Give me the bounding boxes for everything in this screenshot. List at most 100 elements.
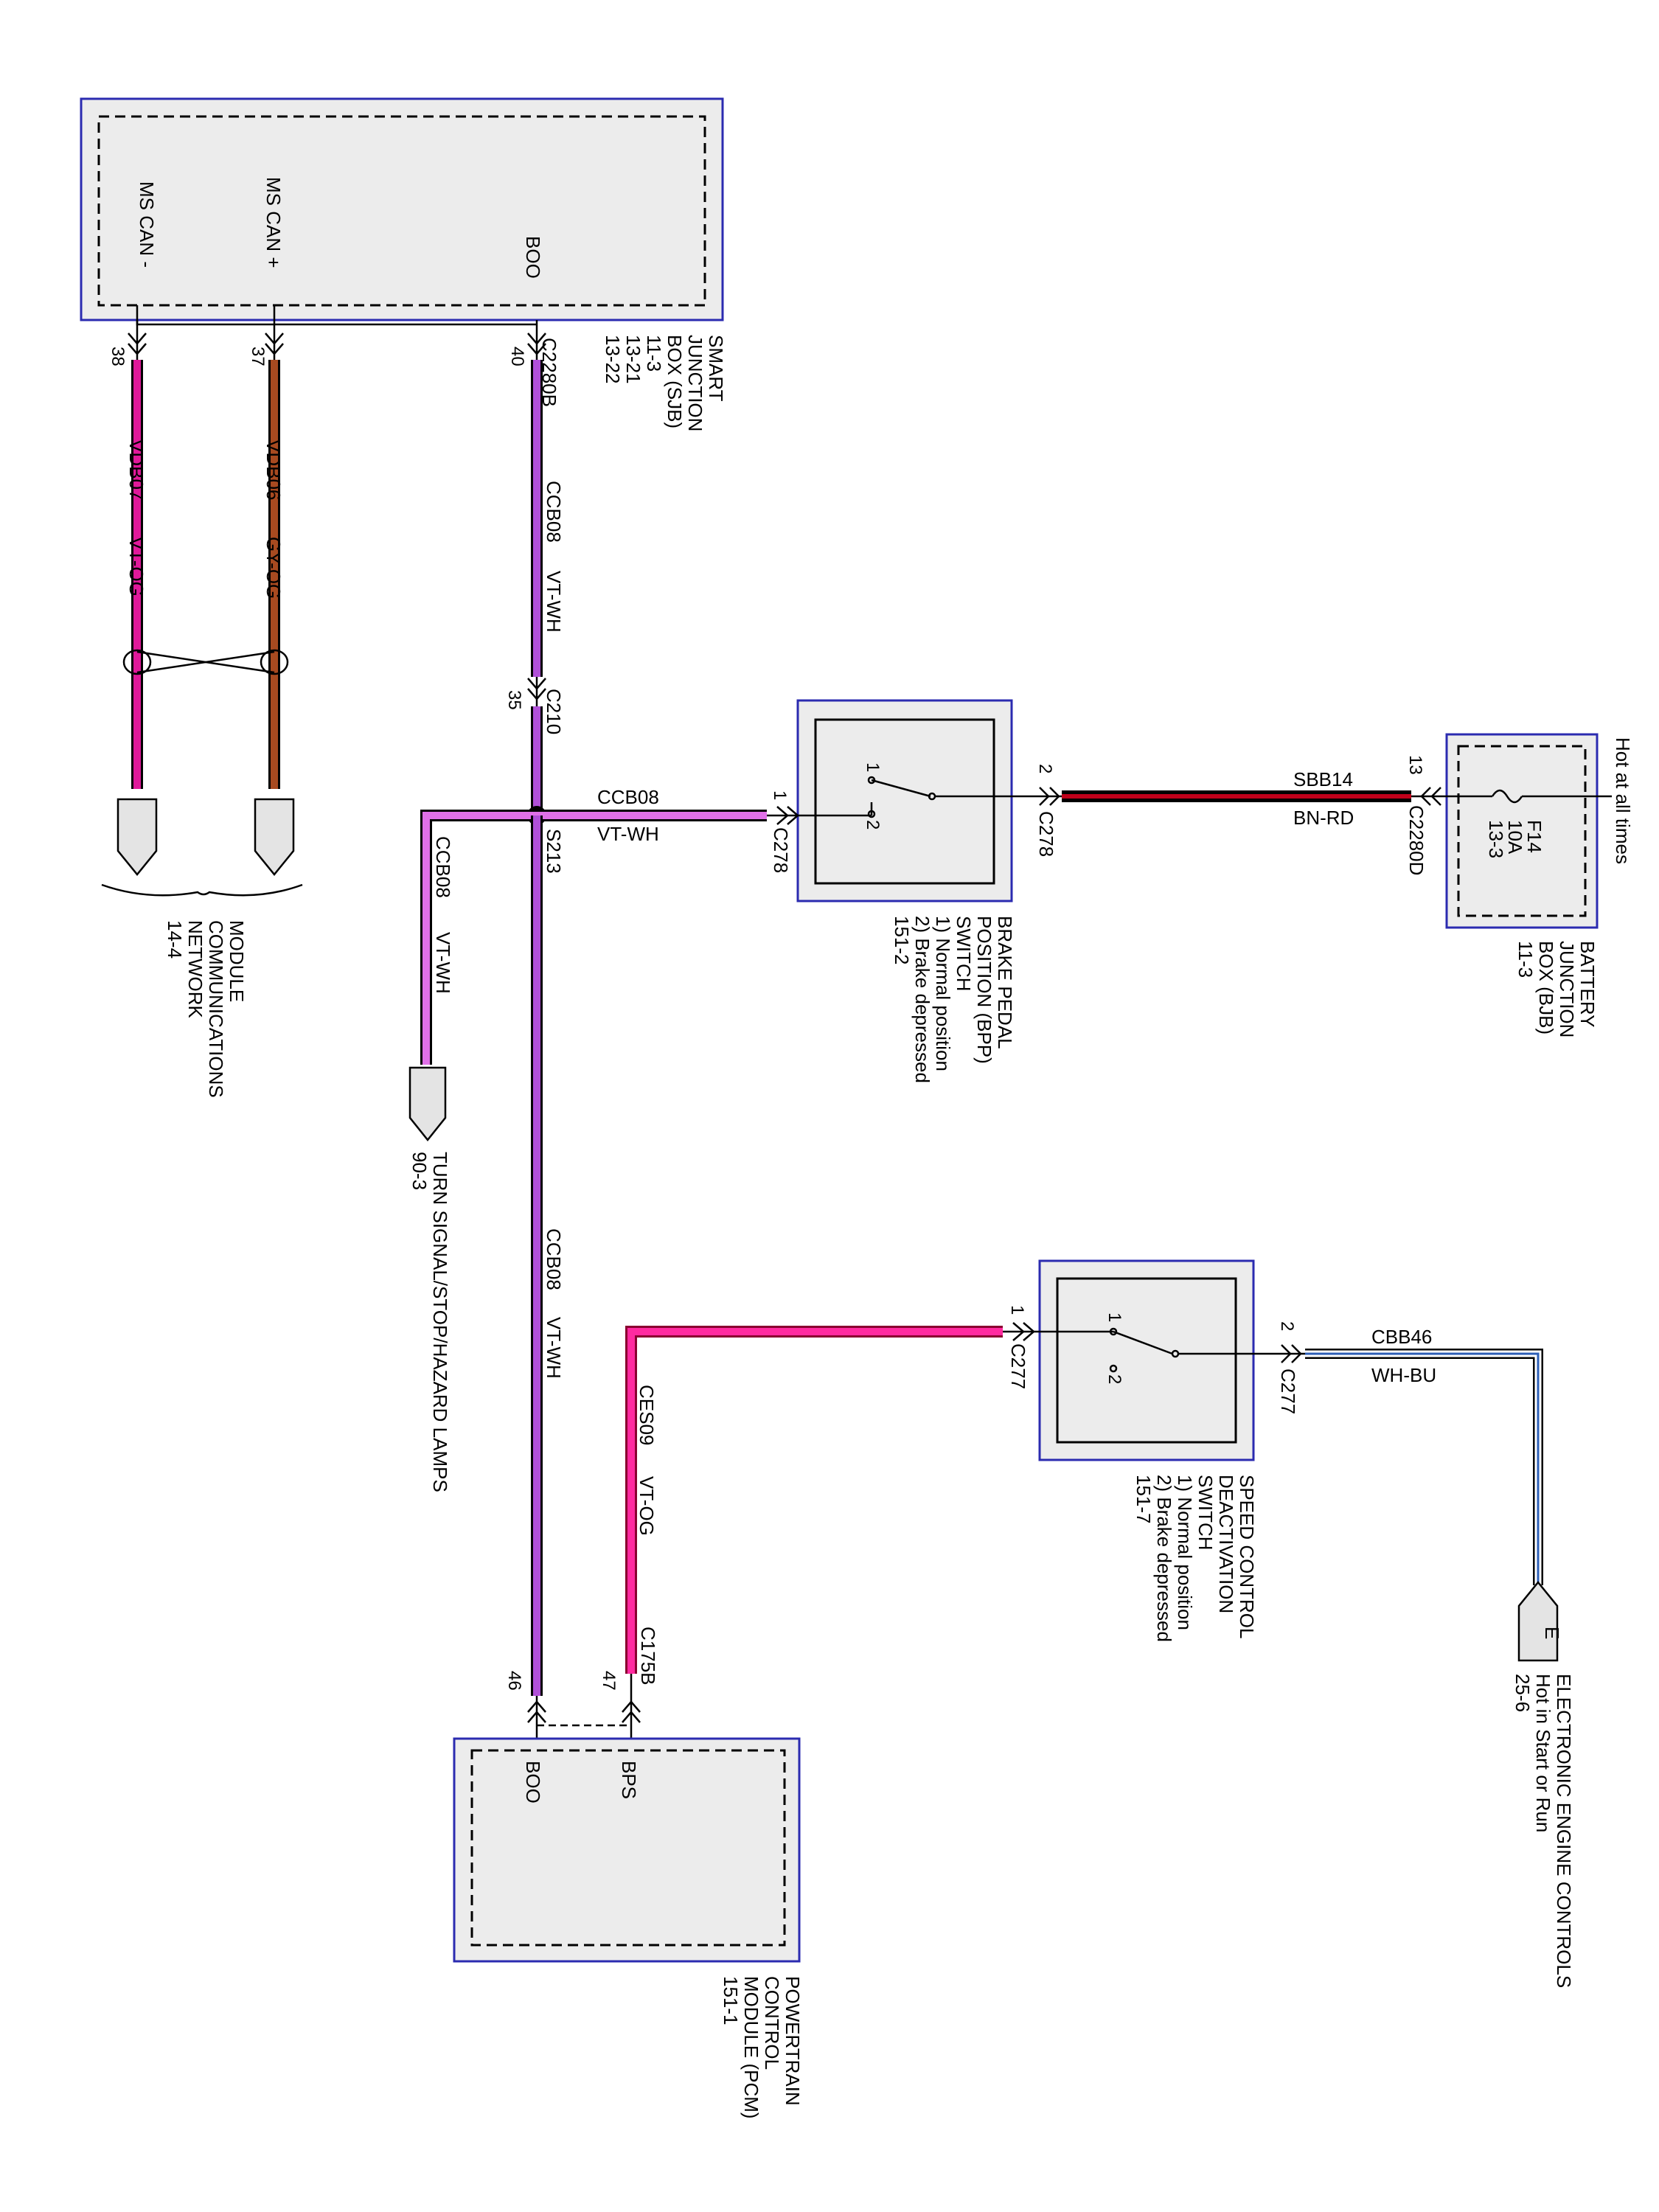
scd-title-line: 151-7 bbox=[1133, 1475, 1155, 1524]
bpp-title: BRAKE PEDAL POSITION (BPP) SWITCH 1) Nor… bbox=[891, 916, 1016, 1083]
pcm-title-line: MODULE (PCM) bbox=[740, 1976, 762, 2119]
bjb-title-line: JUNCTION bbox=[1556, 941, 1578, 1037]
sjb-pin-label-ms-can-minus: MS CAN - bbox=[136, 181, 158, 268]
wire-vdb07: VDB07 VT-OG bbox=[125, 360, 147, 789]
mcn-title-line: 14-4 bbox=[164, 920, 186, 959]
mcn-title-line: MODULE bbox=[226, 920, 248, 1002]
twisted-pair-symbol bbox=[122, 649, 289, 675]
wire-ccb08-pcm-circuit: CCB08 bbox=[543, 1228, 565, 1290]
battery-junction-box: F14 10A 13-3 Hot at all times 13 C2280D bbox=[1405, 733, 1634, 929]
scd-title-line: SPEED CONTROL bbox=[1236, 1475, 1258, 1639]
sjb-title-line: SMART bbox=[705, 335, 727, 402]
bpp-title-line: SWITCH bbox=[953, 916, 975, 992]
pcm-pin-label-bps: BPS bbox=[618, 1761, 640, 1799]
bpp-switch-position-1: 1 bbox=[863, 762, 883, 772]
wire-ccb08-pcm: CCB08 VT-WH bbox=[531, 815, 565, 1696]
wire-ccb08-turn: CCB08 VT-WH bbox=[420, 810, 537, 1065]
wire-vdb07-circuit: VDB07 bbox=[125, 439, 147, 500]
bpp-connector-1: C278 bbox=[770, 827, 792, 873]
wire-ccb08-turn-circuit: CCB08 bbox=[432, 836, 454, 898]
wire-ces09-color: VT-OG bbox=[636, 1476, 658, 1536]
pcm-pin-47: 47 bbox=[599, 1671, 619, 1691]
sjb-title: SMART JUNCTION BOX (SJB) 11-3 13-21 13-2… bbox=[602, 335, 727, 431]
sjb-title-line: JUNCTION bbox=[684, 335, 706, 431]
bpp-connector-2: C278 bbox=[1035, 811, 1057, 857]
wire-vdb06-circuit: VDB06 bbox=[262, 439, 285, 500]
sjb-title-line: 13-21 bbox=[622, 335, 644, 384]
s213-label: S213 bbox=[543, 829, 565, 874]
bjb-fuse-line: F14 bbox=[1523, 820, 1545, 853]
turn-lamps-title: TURN SIGNAL/STOP/HAZARD LAMPS 90-3 bbox=[408, 1152, 451, 1492]
bjb-title-line: 11-3 bbox=[1514, 941, 1537, 978]
scd-switch-position-1: 1 bbox=[1105, 1312, 1124, 1322]
pcm-title-line: 151-1 bbox=[720, 1976, 742, 2025]
scd-switch-position-2: 2 bbox=[1105, 1374, 1124, 1384]
wire-ccb08-bpp-circuit: CCB08 bbox=[597, 786, 659, 808]
bpp-title-line: 2) Brake depressed bbox=[911, 916, 933, 1083]
wire-ccb08-pcm-color: VT-WH bbox=[543, 1317, 565, 1379]
eec-title: ELECTRONIC ENGINE CONTROLS Hot in Start … bbox=[1512, 1674, 1575, 1988]
wire-vdb06-color: GY-OG bbox=[262, 537, 285, 599]
powertrain-control-module: BOO BPS bbox=[453, 1737, 801, 1963]
wire-ccb08-circuit: CCB08 bbox=[543, 481, 565, 543]
scd-title-line: 1) Normal position bbox=[1174, 1475, 1196, 1630]
wire-vdb07-color: VT-OG bbox=[125, 537, 147, 597]
pcm-connector: C175B 46 47 bbox=[504, 1627, 659, 1740]
pcm-pin-46: 46 bbox=[504, 1671, 524, 1691]
mcn-title-line: COMMUNICATIONS bbox=[205, 920, 227, 1098]
turn-lamps-title-line: 90-3 bbox=[408, 1152, 431, 1190]
wire-ccb08-bpp: CCB08 VT-WH bbox=[537, 786, 767, 845]
eec-connector-letter: E bbox=[1541, 1627, 1563, 1639]
sjb-pin-label-boo: BOO bbox=[522, 236, 544, 279]
bpp-pin-2: 2 bbox=[1035, 764, 1055, 773]
bjb-title-line: BATTERY bbox=[1576, 941, 1599, 1028]
mcn-title-line: NETWORK bbox=[184, 920, 206, 1019]
pcm-title: POWERTRAIN CONTROL MODULE (PCM) 151-1 bbox=[720, 1976, 804, 2119]
sjb-pin-40: 40 bbox=[507, 347, 527, 366]
mcn-title: MODULE COMMUNICATIONS NETWORK 14-4 bbox=[164, 920, 248, 1098]
wire-ccb08-color: VT-WH bbox=[543, 571, 565, 633]
connector-c210: C210 35 bbox=[504, 677, 565, 734]
scd-pin-1: 1 bbox=[1007, 1305, 1027, 1315]
sjb-title-line: 11-3 bbox=[643, 335, 665, 372]
wire-ccb08-top: CCB08 VT-WH bbox=[531, 360, 565, 677]
eec-title-line: ELECTRONIC ENGINE CONTROLS bbox=[1553, 1674, 1575, 1988]
wire-cbb46-circuit: CBB46 bbox=[1371, 1326, 1432, 1348]
wire-cbb46-color: WH-BU bbox=[1371, 1364, 1436, 1386]
eec-title-line: Hot in Start or Run bbox=[1532, 1674, 1554, 1832]
wire-vdb06: VDB06 GY-OG bbox=[262, 360, 285, 789]
sjb-pin-label-ms-can-plus: MS CAN + bbox=[262, 177, 285, 268]
wire-sbb14: SBB14 BN-RD bbox=[1062, 768, 1411, 829]
pcm-title-line: CONTROL bbox=[761, 1976, 783, 2070]
sjb-pin-38: 38 bbox=[108, 347, 128, 366]
bpp-pin-1: 1 bbox=[770, 790, 790, 800]
scd-connector-1: C277 bbox=[1007, 1343, 1029, 1389]
scd-title: SPEED CONTROL DEACTIVATION SWITCH 1) Nor… bbox=[1133, 1475, 1258, 1642]
sjb-title-line: 13-22 bbox=[602, 335, 624, 384]
c210-label: C210 bbox=[543, 689, 565, 734]
bjb-hot-label: Hot at all times bbox=[1612, 737, 1634, 864]
turn-lamps-title-line: TURN SIGNAL/STOP/HAZARD LAMPS bbox=[429, 1152, 451, 1492]
bjb-pin-13: 13 bbox=[1405, 755, 1425, 775]
mcn-connectors bbox=[101, 798, 303, 897]
bpp-switch: 1 2 1 C278 2 C278 bbox=[767, 699, 1062, 902]
eec-connector: E bbox=[1517, 1581, 1563, 1662]
sjb-title-line: BOX (SJB) bbox=[664, 335, 686, 428]
sjb-terminals bbox=[128, 305, 546, 360]
bpp-title-line: 151-2 bbox=[891, 916, 913, 965]
bjb-fuse-line: 13-3 bbox=[1485, 820, 1507, 858]
bpp-switch-position-2: 2 bbox=[863, 820, 883, 830]
c210-pin-35: 35 bbox=[504, 690, 524, 710]
smart-junction-box: MS CAN - MS CAN + BOO SMART JUNCTION BOX… bbox=[80, 97, 727, 431]
bpp-title-line: BRAKE PEDAL bbox=[994, 916, 1016, 1049]
eec-title-line: 25-6 bbox=[1512, 1674, 1534, 1712]
scd-title-line: SWITCH bbox=[1194, 1475, 1217, 1551]
speed-control-switch: 1 2 1 C277 2 C277 bbox=[1003, 1259, 1305, 1461]
bpp-title-line: 1) Normal position bbox=[932, 916, 954, 1071]
bjb-title-line: BOX (BJB) bbox=[1535, 941, 1557, 1034]
wire-sbb14-color: BN-RD bbox=[1293, 807, 1354, 829]
pcm-title-line: POWERTRAIN bbox=[782, 1976, 804, 2106]
wire-ccb08-bpp-color: VT-WH bbox=[597, 823, 659, 845]
turn-lamps-connector bbox=[408, 1066, 447, 1142]
